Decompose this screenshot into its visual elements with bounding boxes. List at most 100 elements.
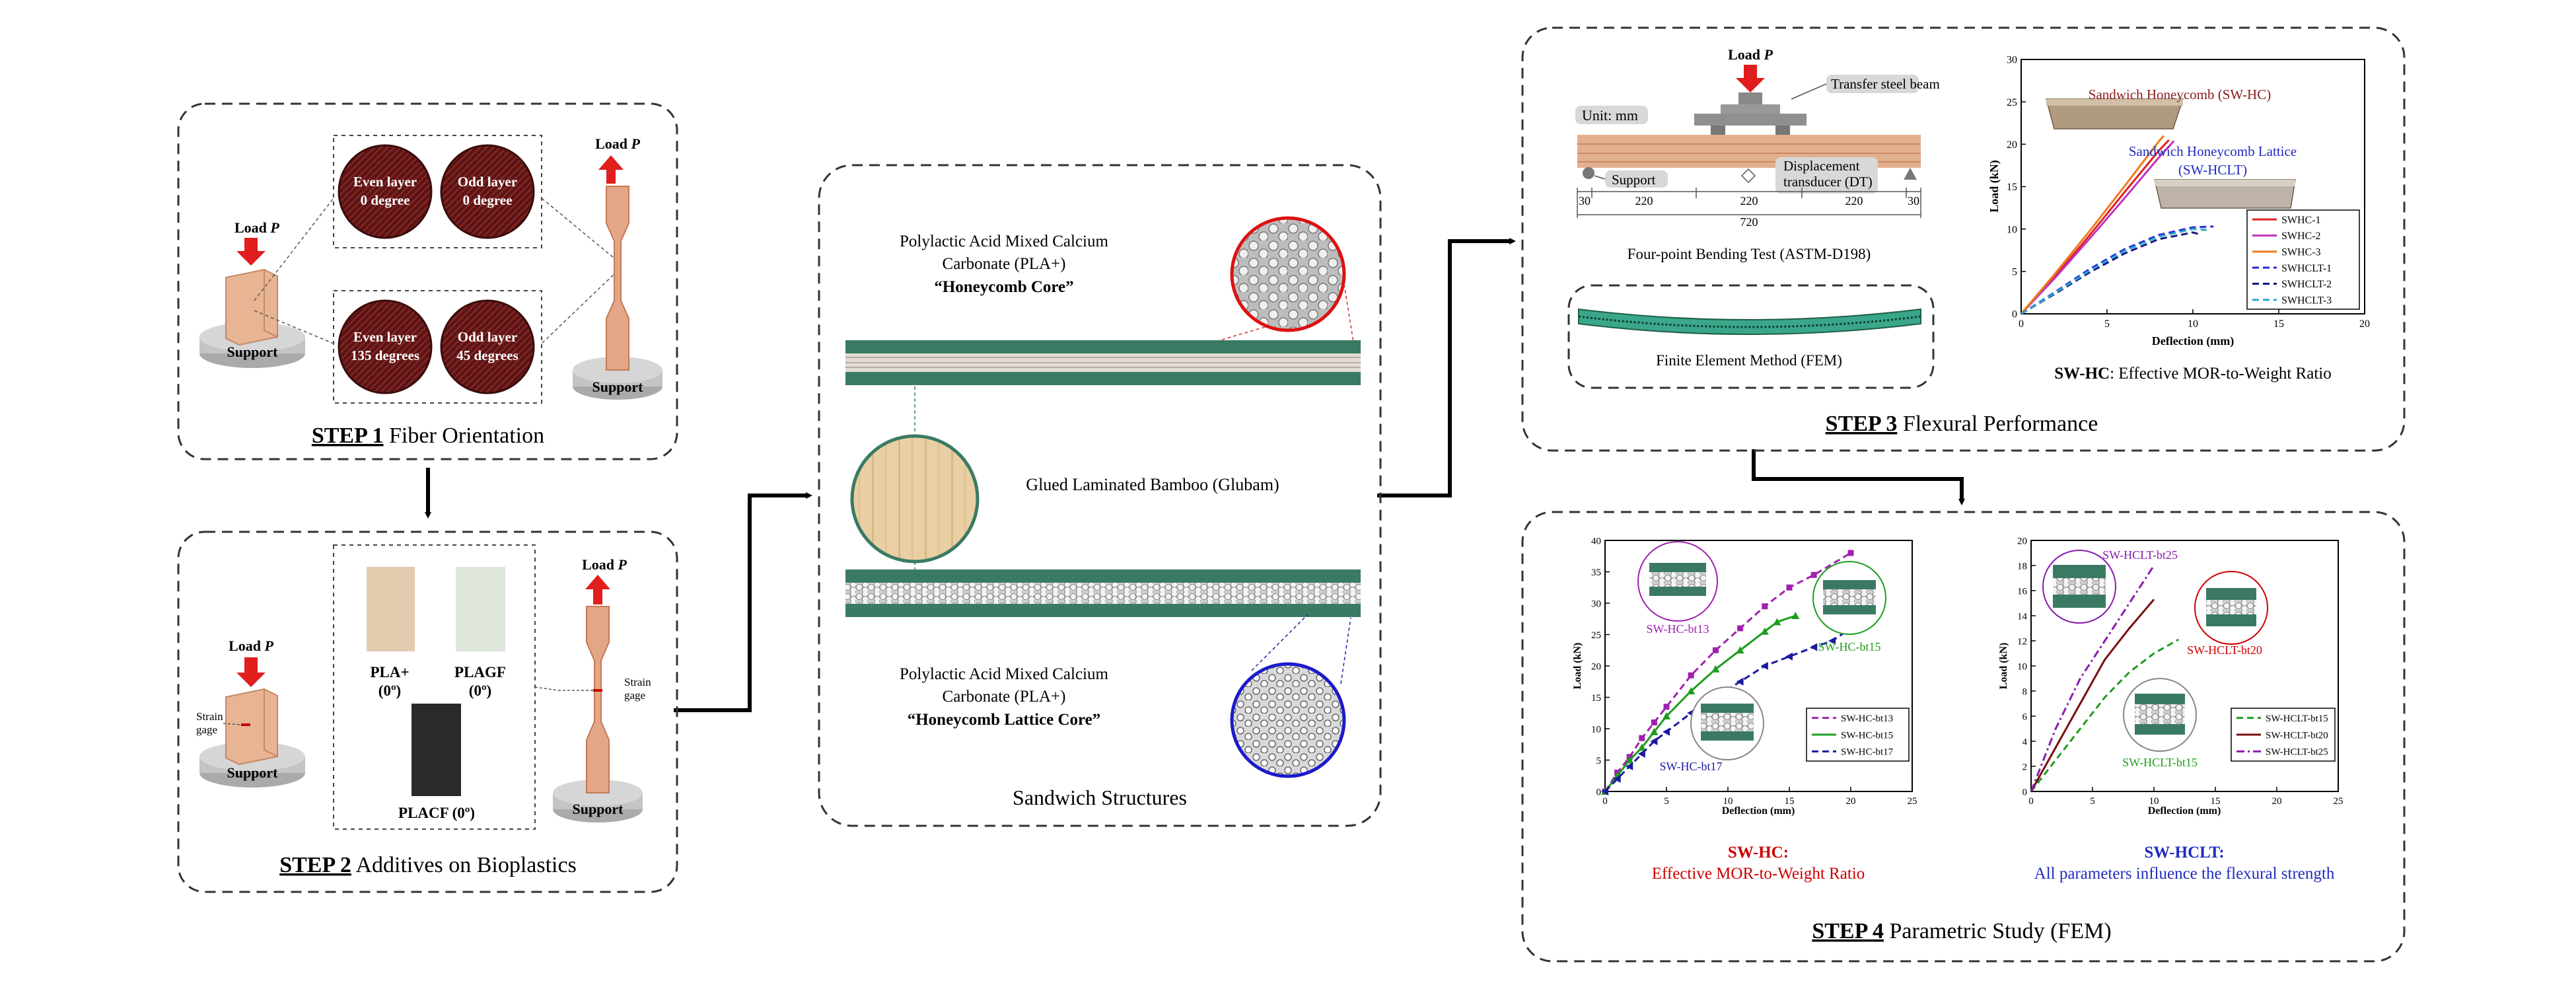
transfer-beam-icon (1738, 92, 1762, 104)
step2-title: STEP 2 Additives on Bioplastics (279, 853, 577, 877)
svg-text:Polylactic Acid Mixed Calcium: Polylactic Acid Mixed Calcium (900, 233, 1108, 250)
honeycomb-core-closeup (1230, 216, 1346, 332)
y-tick-label: 20 (2007, 139, 2017, 151)
callout-bt15: SW-HC-bt15 (1812, 561, 1886, 653)
x-tick-label: 15 (2273, 318, 2284, 330)
svg-text:Odd layer: Odd layer (458, 174, 517, 190)
data-point (1651, 719, 1657, 725)
svg-text:SW-HC-bt13: SW-HC-bt13 (1646, 622, 1709, 636)
data-point (1736, 677, 1744, 686)
svg-text:Support: Support (1612, 172, 1656, 188)
dogbone-specimen-icon (606, 186, 629, 371)
sandwich-panel: Polylactic Acid Mixed Calcium Carbonate … (818, 164, 1382, 827)
svg-text:220: 220 (1740, 194, 1758, 207)
support-pin-icon (1904, 168, 1917, 180)
support-label: Support (227, 344, 278, 360)
data-point (1637, 743, 1646, 751)
fiber-disc-3: Even layer 135 degrees (338, 299, 433, 394)
x-tick-label: 20 (1846, 796, 1856, 807)
data-point (1711, 665, 1720, 673)
bending-caption: Four-point Bending Test (ASTM-D198) (1628, 246, 1871, 262)
svg-text:Even layer: Even layer (353, 329, 417, 345)
series-line-SWHCLT-1 (2021, 225, 2214, 315)
x-tick-label: 10 (2188, 318, 2198, 330)
displacement-transducer-icon (1740, 168, 1756, 184)
data-point (1712, 647, 1719, 653)
svg-text:(0º): (0º) (469, 682, 491, 699)
svg-text:(0º): (0º) (378, 682, 401, 699)
load-label-right: Load P (595, 135, 640, 152)
data-point (1663, 712, 1670, 719)
data-point (1601, 788, 1608, 795)
y-tick-label: 14 (2017, 611, 2028, 622)
svg-text:“Honeycomb Lattice Core”: “Honeycomb Lattice Core” (908, 711, 1101, 729)
data-point (1663, 727, 1670, 736)
series-line-SWHCLT-2 (2021, 231, 2202, 315)
y-tick-label: 2 (2022, 762, 2028, 772)
svg-text:(SW-HCLT): (SW-HCLT) (2178, 162, 2247, 178)
arrow-sandwich-to-step3 (1377, 238, 1516, 497)
fem-box (1567, 284, 1935, 389)
glubam-closeup (850, 434, 980, 564)
legend-label: SW-HC-bt17 (1841, 747, 1894, 758)
x-tick-label: 20 (2272, 796, 2282, 807)
arrow-step3-to-step4 (1752, 449, 1965, 505)
legend-label: SWHCLT-3 (2281, 295, 2332, 306)
data-point (1737, 625, 1744, 632)
svg-text:SW-HC-bt15: SW-HC-bt15 (1818, 640, 1880, 653)
step3-legend (2246, 209, 2360, 310)
legend-label: SW-HC-bt15 (1841, 730, 1893, 741)
support-label-right: Support (592, 379, 643, 395)
load-label: Load P (234, 219, 279, 236)
data-point (1847, 550, 1854, 556)
y-tick-label: 5 (2012, 266, 2017, 277)
svg-text:SW-HCLT-bt20: SW-HCLT-bt20 (2187, 643, 2262, 657)
y-tick-label: 15 (1591, 693, 1601, 704)
x-tick-label: 10 (2149, 796, 2159, 807)
y-tick-label: 8 (2022, 686, 2028, 697)
y-tick-label: 20 (1591, 661, 1601, 672)
data-point (1791, 612, 1800, 619)
data-point (1650, 737, 1658, 745)
svg-text:Odd layer: Odd layer (458, 329, 517, 345)
step2-frame (177, 531, 678, 893)
svg-text:All parameters influence the f: All parameters influence the flexural st… (2034, 865, 2335, 883)
y-tick-label: 12 (2017, 636, 2027, 647)
callout-hclt-bt25: SW-HCLT-bt25 (2042, 548, 2178, 624)
y-tick-label: 30 (2007, 55, 2017, 66)
svg-text:0 degree: 0 degree (361, 192, 410, 208)
step4-right-chart-xlabel: Deflection (mm) (2148, 805, 2221, 817)
svg-text:“Honeycomb Core”: “Honeycomb Core” (934, 278, 1073, 296)
data-point (1687, 687, 1696, 694)
plagf-sample (456, 567, 505, 651)
svg-text:Strain: Strain (196, 710, 223, 723)
legend-label: SWHC-2 (2281, 231, 2321, 242)
load-arrow-up-icon (598, 155, 624, 184)
data-point (1760, 627, 1769, 635)
fiber-disc-1: Even layer 0 degree (338, 144, 433, 239)
y-tick-label: 40 (1591, 536, 1601, 546)
x-tick-label: 10 (1723, 796, 1733, 807)
step4-title: STEP 4 Parametric Study (FEM) (1812, 919, 2111, 943)
data-point (1650, 727, 1659, 735)
svg-text:Glued Laminated Bamboo (Glubam: Glued Laminated Bamboo (Glubam) (1026, 475, 1279, 494)
data-point (1760, 662, 1768, 670)
legend-label: SWHC-1 (2281, 215, 2321, 226)
series-line-SW-HCLT-bt15 (2030, 638, 2179, 792)
callout-bt13: SW-HC-bt13 (1637, 541, 1718, 636)
load-label: Load P (1728, 46, 1773, 63)
data-point (1810, 571, 1817, 578)
x-tick-label: 25 (2334, 796, 2343, 807)
svg-text:Strain: Strain (624, 676, 651, 688)
y-tick-label: 35 (1591, 568, 1601, 578)
series-line-SW-HCLT-bt20 (2030, 599, 2155, 792)
svg-text:0 degree: 0 degree (463, 192, 513, 208)
discs-box-top (333, 135, 542, 248)
y-tick-label: 0 (1596, 787, 1602, 797)
fiber-disc-2: Odd layer 0 degree (440, 144, 535, 239)
step3-title: STEP 3 Flexural Performance (1826, 412, 2098, 436)
